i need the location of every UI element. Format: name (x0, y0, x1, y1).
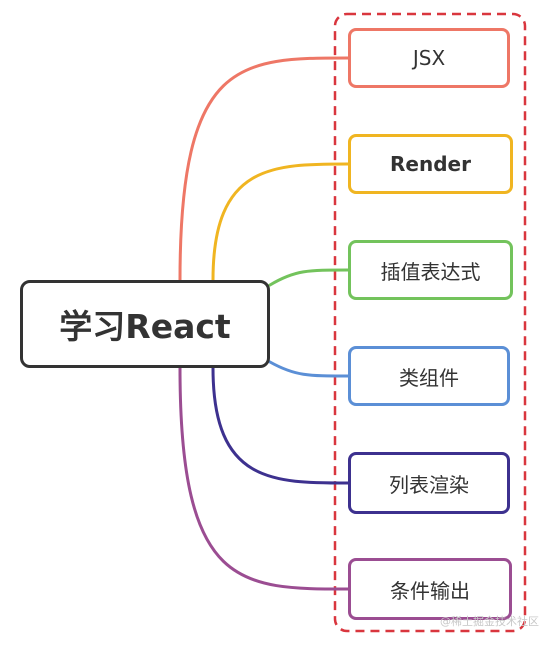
group-dashed-border (333, 12, 527, 633)
connector-line (268, 268, 350, 287)
central-topic[interactable]: 学习React (20, 280, 270, 368)
connector-line (178, 56, 350, 282)
branch-class-component[interactable]: 类组件 (348, 346, 510, 406)
branch-render[interactable]: Render (348, 134, 513, 194)
connector-line (178, 366, 350, 591)
branch-conditional-output[interactable]: 条件输出 (348, 558, 512, 620)
branch-list-rendering[interactable]: 列表渲染 (348, 452, 510, 514)
connector-line (211, 366, 350, 485)
branch-jsx[interactable]: JSX (348, 28, 510, 88)
watermark: @稀土掘金技术社区 (440, 615, 539, 628)
connector-line (268, 360, 350, 378)
branch-interpolation[interactable]: 插值表达式 (348, 240, 513, 300)
connector-line (211, 162, 350, 282)
